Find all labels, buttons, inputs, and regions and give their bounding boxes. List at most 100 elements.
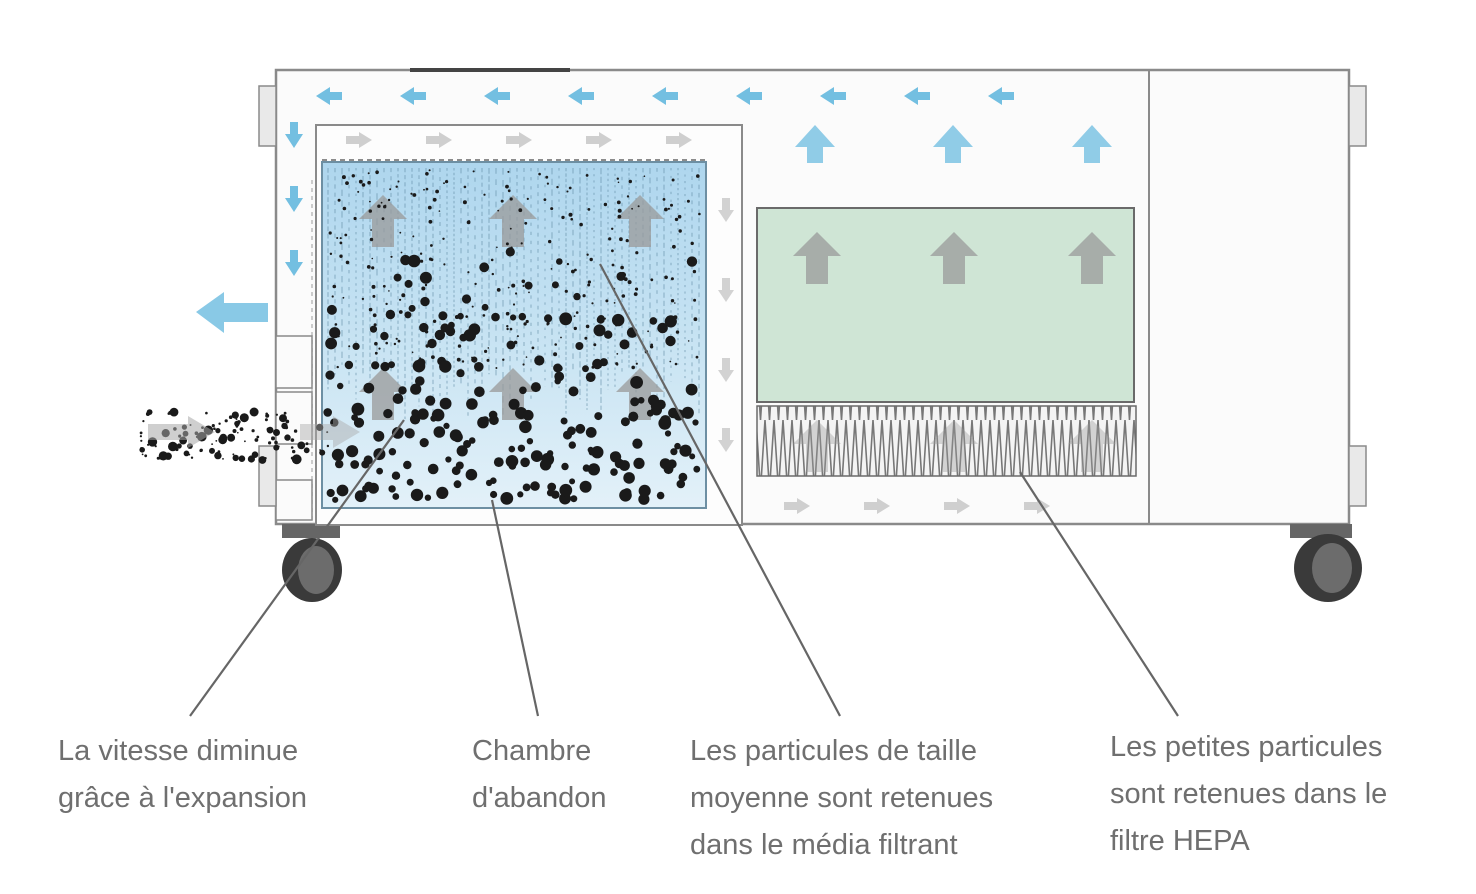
particle — [509, 327, 513, 331]
particle — [319, 449, 321, 451]
particle — [633, 292, 638, 296]
particle — [284, 434, 291, 441]
label-chamber-line-1: Chambre — [472, 735, 592, 767]
particle — [351, 414, 358, 421]
particle — [518, 208, 523, 213]
particle — [616, 353, 619, 355]
particle — [560, 336, 562, 339]
particle — [621, 294, 626, 298]
particle — [568, 386, 579, 397]
particle — [612, 313, 625, 327]
particle — [610, 468, 618, 476]
particle — [336, 484, 349, 497]
particle — [283, 411, 287, 415]
particle — [378, 347, 381, 350]
label-small-particles-line-3: filtre HEPA — [1110, 825, 1250, 857]
particle — [544, 314, 553, 323]
particle — [548, 239, 552, 244]
particle — [596, 315, 605, 324]
particle — [233, 455, 237, 459]
particle — [339, 254, 343, 258]
particle — [619, 237, 623, 242]
particle — [154, 445, 157, 448]
particle — [491, 312, 500, 322]
particle — [432, 319, 437, 323]
particle — [401, 293, 406, 298]
particle — [522, 409, 534, 421]
particle — [330, 418, 339, 427]
particle — [373, 323, 377, 327]
particle — [522, 363, 525, 366]
particle — [389, 188, 392, 191]
particle — [591, 446, 604, 459]
particle — [517, 444, 526, 452]
settling-chamber — [321, 161, 707, 509]
particle — [190, 456, 194, 459]
particle — [508, 398, 520, 410]
particle — [547, 482, 557, 492]
particle — [319, 449, 326, 456]
particle — [239, 413, 249, 423]
particle — [345, 260, 350, 265]
particle — [568, 186, 572, 190]
particle — [139, 447, 145, 453]
particle — [507, 170, 510, 173]
particle — [354, 490, 367, 503]
particle — [244, 440, 246, 443]
particle — [367, 482, 379, 494]
particle — [292, 449, 296, 454]
particle — [239, 427, 244, 431]
particle — [424, 283, 428, 287]
particle — [474, 362, 484, 372]
particle — [380, 201, 383, 204]
particle — [427, 338, 437, 349]
particle — [440, 323, 450, 333]
particle — [649, 317, 658, 325]
particle — [211, 424, 215, 428]
particle — [432, 197, 437, 202]
particle — [620, 417, 630, 427]
particle — [693, 298, 697, 302]
particle — [656, 491, 665, 500]
particle — [342, 296, 345, 299]
particle — [584, 336, 588, 340]
particle — [591, 365, 595, 369]
particle — [508, 445, 516, 453]
particle — [385, 302, 388, 306]
particle — [213, 427, 216, 431]
particle — [348, 345, 351, 348]
particle — [579, 480, 592, 493]
particle — [372, 313, 377, 318]
particle — [550, 268, 553, 270]
particle — [668, 407, 679, 419]
particle — [410, 488, 424, 502]
particle — [404, 311, 412, 319]
particle — [331, 295, 334, 298]
particle — [524, 281, 533, 290]
particle — [538, 172, 541, 176]
particle — [670, 277, 674, 281]
particle — [539, 459, 552, 471]
particle — [689, 453, 696, 460]
particle — [410, 383, 422, 395]
particle — [570, 495, 578, 503]
particle — [409, 414, 421, 425]
particle — [371, 284, 376, 289]
particle — [412, 193, 417, 197]
particle — [681, 406, 694, 419]
particle — [616, 200, 621, 205]
particle — [425, 395, 436, 406]
particle — [585, 324, 590, 329]
label-chamber: Chambre d'abandon — [472, 728, 607, 822]
particle — [566, 262, 570, 266]
particle — [341, 175, 346, 180]
particle — [337, 382, 344, 390]
particle — [144, 454, 148, 458]
particle — [419, 438, 429, 448]
particle — [670, 448, 678, 456]
particle — [392, 393, 404, 405]
particle — [215, 440, 218, 442]
particle — [374, 351, 378, 355]
particle — [336, 237, 339, 239]
particle — [564, 289, 568, 293]
